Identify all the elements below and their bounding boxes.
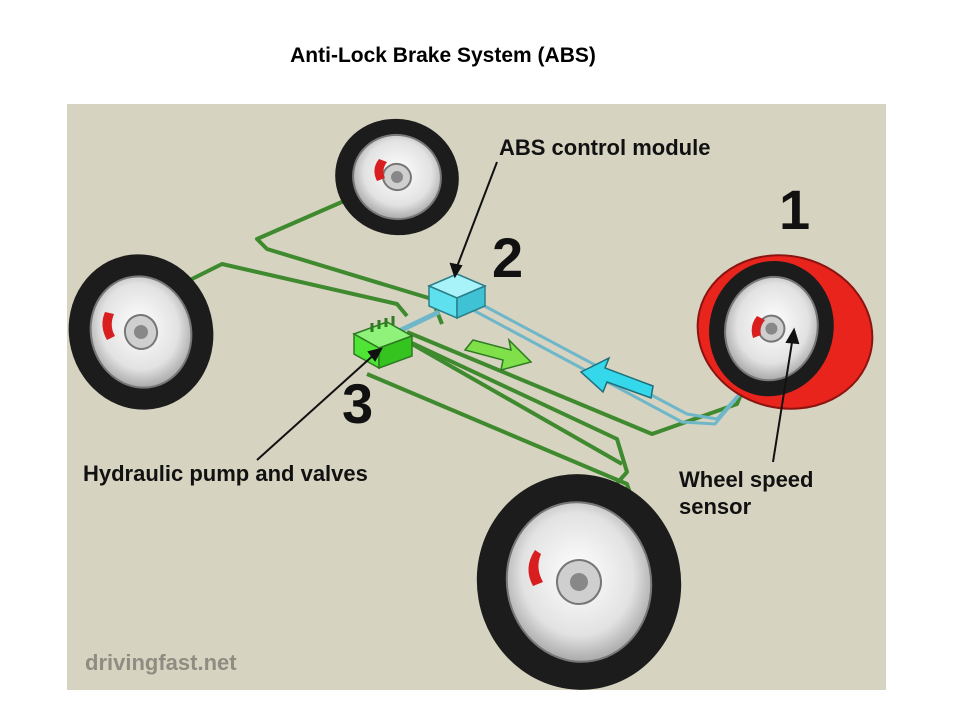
tire-icon [696,254,874,410]
tire-icon [476,474,682,690]
arrow-icon [463,337,533,372]
number-1-label: 1 [779,178,811,241]
arrow-icon [579,356,654,400]
wheel-speed-sensor-label-line1: Wheel speed [679,467,814,492]
pump-module-link [395,309,441,335]
caliper-icon [528,550,543,586]
brake-line-lower [411,342,623,466]
number-2-label: 2 [492,226,524,289]
abs-diagram: 1 2 3 ABS control module Hydraulic pump … [67,104,886,690]
caliper-icon [374,159,387,181]
abs-control-module-label: ABS control module [499,135,711,160]
brake-line-rear-left [181,262,409,318]
hydraulic-pump-label: Hydraulic pump and valves [83,461,368,486]
caliper-icon [102,312,115,340]
tire-icon [335,118,459,236]
abs-control-module [427,273,487,320]
number-3-label: 3 [342,372,374,435]
wheel-speed-sensor-label-line2: sensor [679,494,752,519]
label-pointers [256,161,800,463]
watermark: drivingfast.net [85,650,237,675]
hydraulic-pump [352,316,414,370]
page-title: Anti-Lock Brake System (ABS) [290,44,596,67]
caliper-icon [751,316,765,338]
tire-icon [68,254,214,410]
abs-illustration [68,118,874,690]
